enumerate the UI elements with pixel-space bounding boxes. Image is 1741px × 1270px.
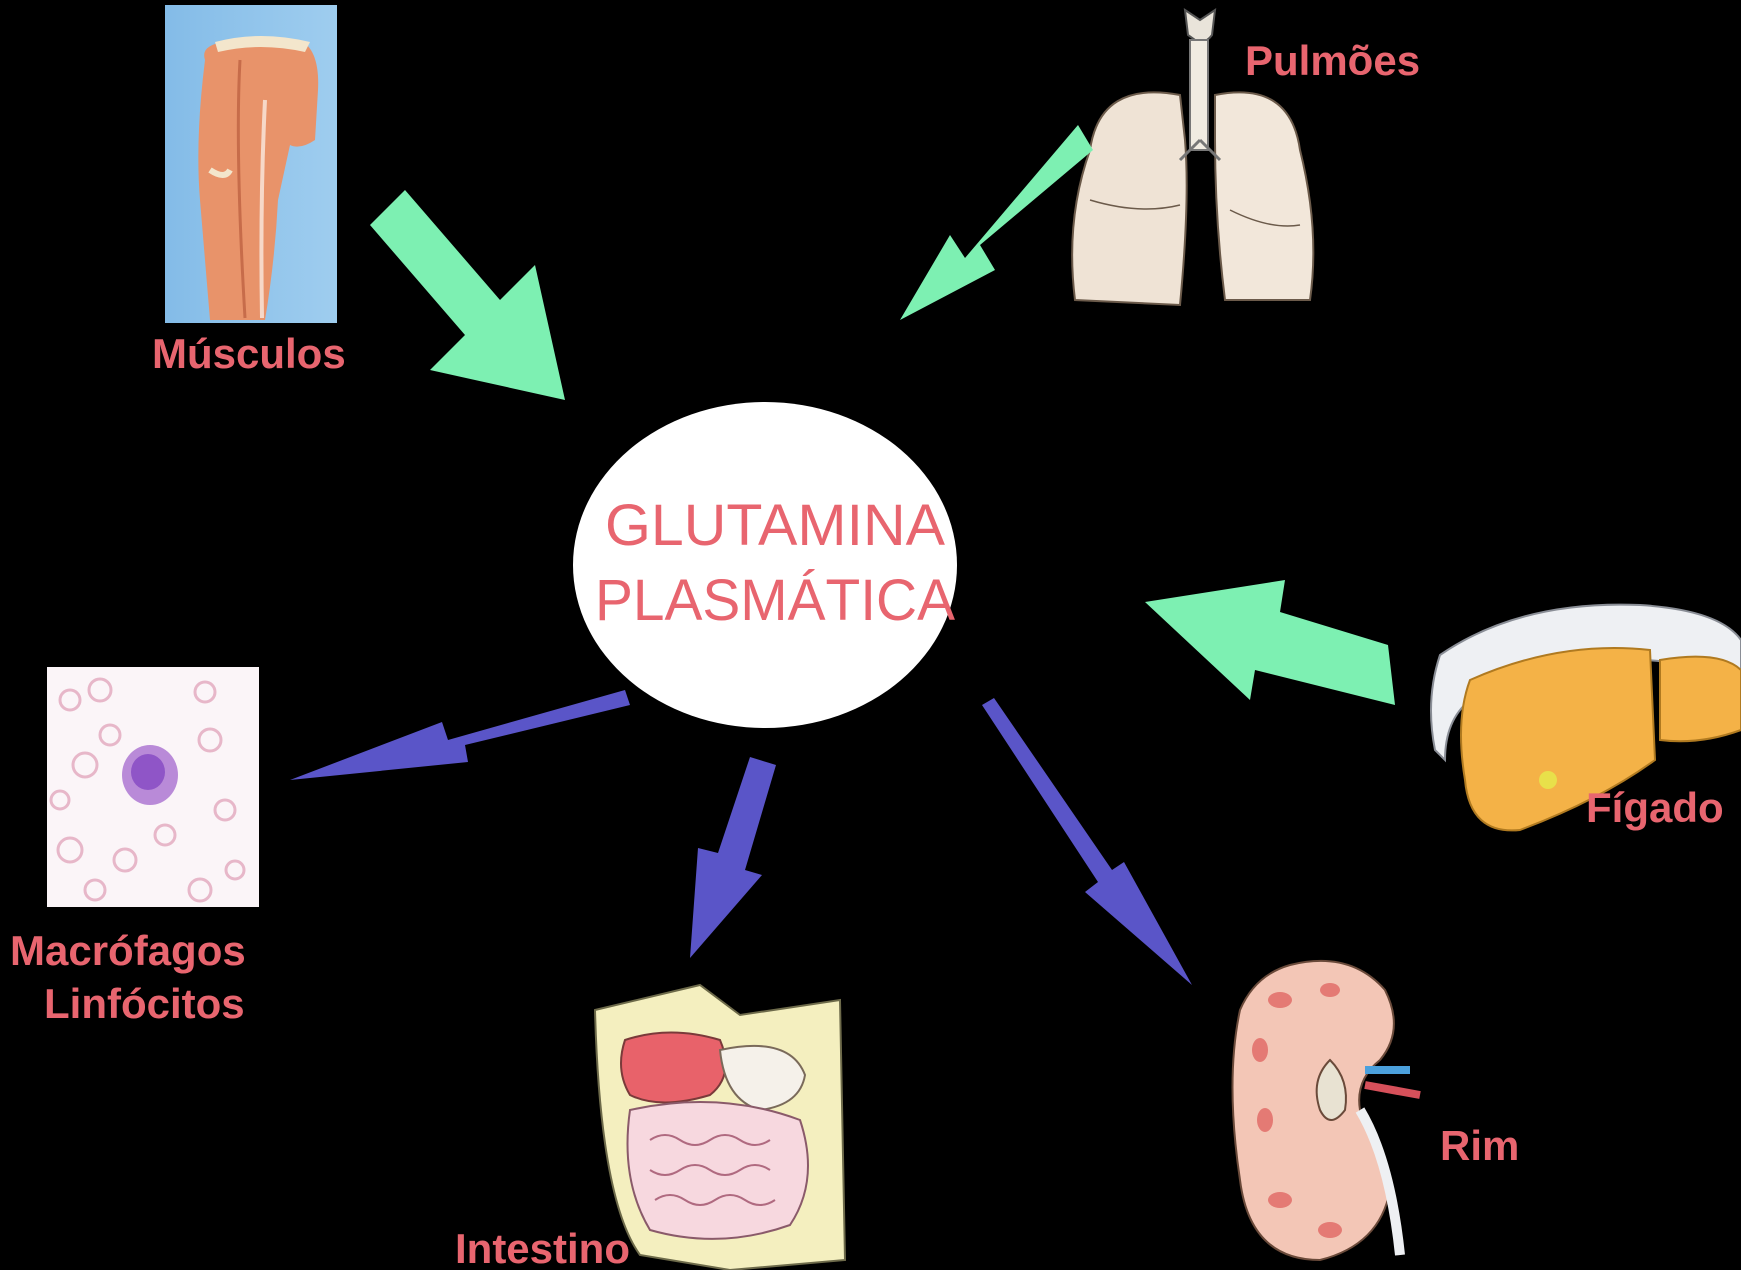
label-rim: Rim <box>1440 1122 1519 1169</box>
label-linfocitos: Linfócitos <box>44 980 245 1027</box>
center-label-line1: GLUTAMINA <box>605 493 945 558</box>
arrow-pulmoes-to-glutamina <box>900 125 1093 320</box>
label-macrofagos: Macrófagos <box>10 927 246 974</box>
arrow-glutamina-to-rim <box>982 698 1192 985</box>
label-figado: Fígado <box>1586 784 1724 831</box>
center-ellipse <box>573 402 957 728</box>
label-pulmoes: Pulmões <box>1245 37 1420 84</box>
arrow-glutamina-to-intestino <box>690 757 776 958</box>
label-musculos: Músculos <box>152 330 346 377</box>
kidney-image <box>1233 961 1421 1260</box>
muscle-image <box>165 5 337 323</box>
arrow-glutamina-to-macrofagos <box>290 690 630 780</box>
arrow-figado-to-glutamina <box>1145 580 1395 705</box>
label-intestino: Intestino <box>455 1225 630 1270</box>
intestine-image <box>595 985 845 1270</box>
arrow-musculos-to-glutamina <box>370 190 565 400</box>
blood-smear-image <box>47 667 259 907</box>
center-label-line2: PLASMÁTICA <box>595 568 955 633</box>
